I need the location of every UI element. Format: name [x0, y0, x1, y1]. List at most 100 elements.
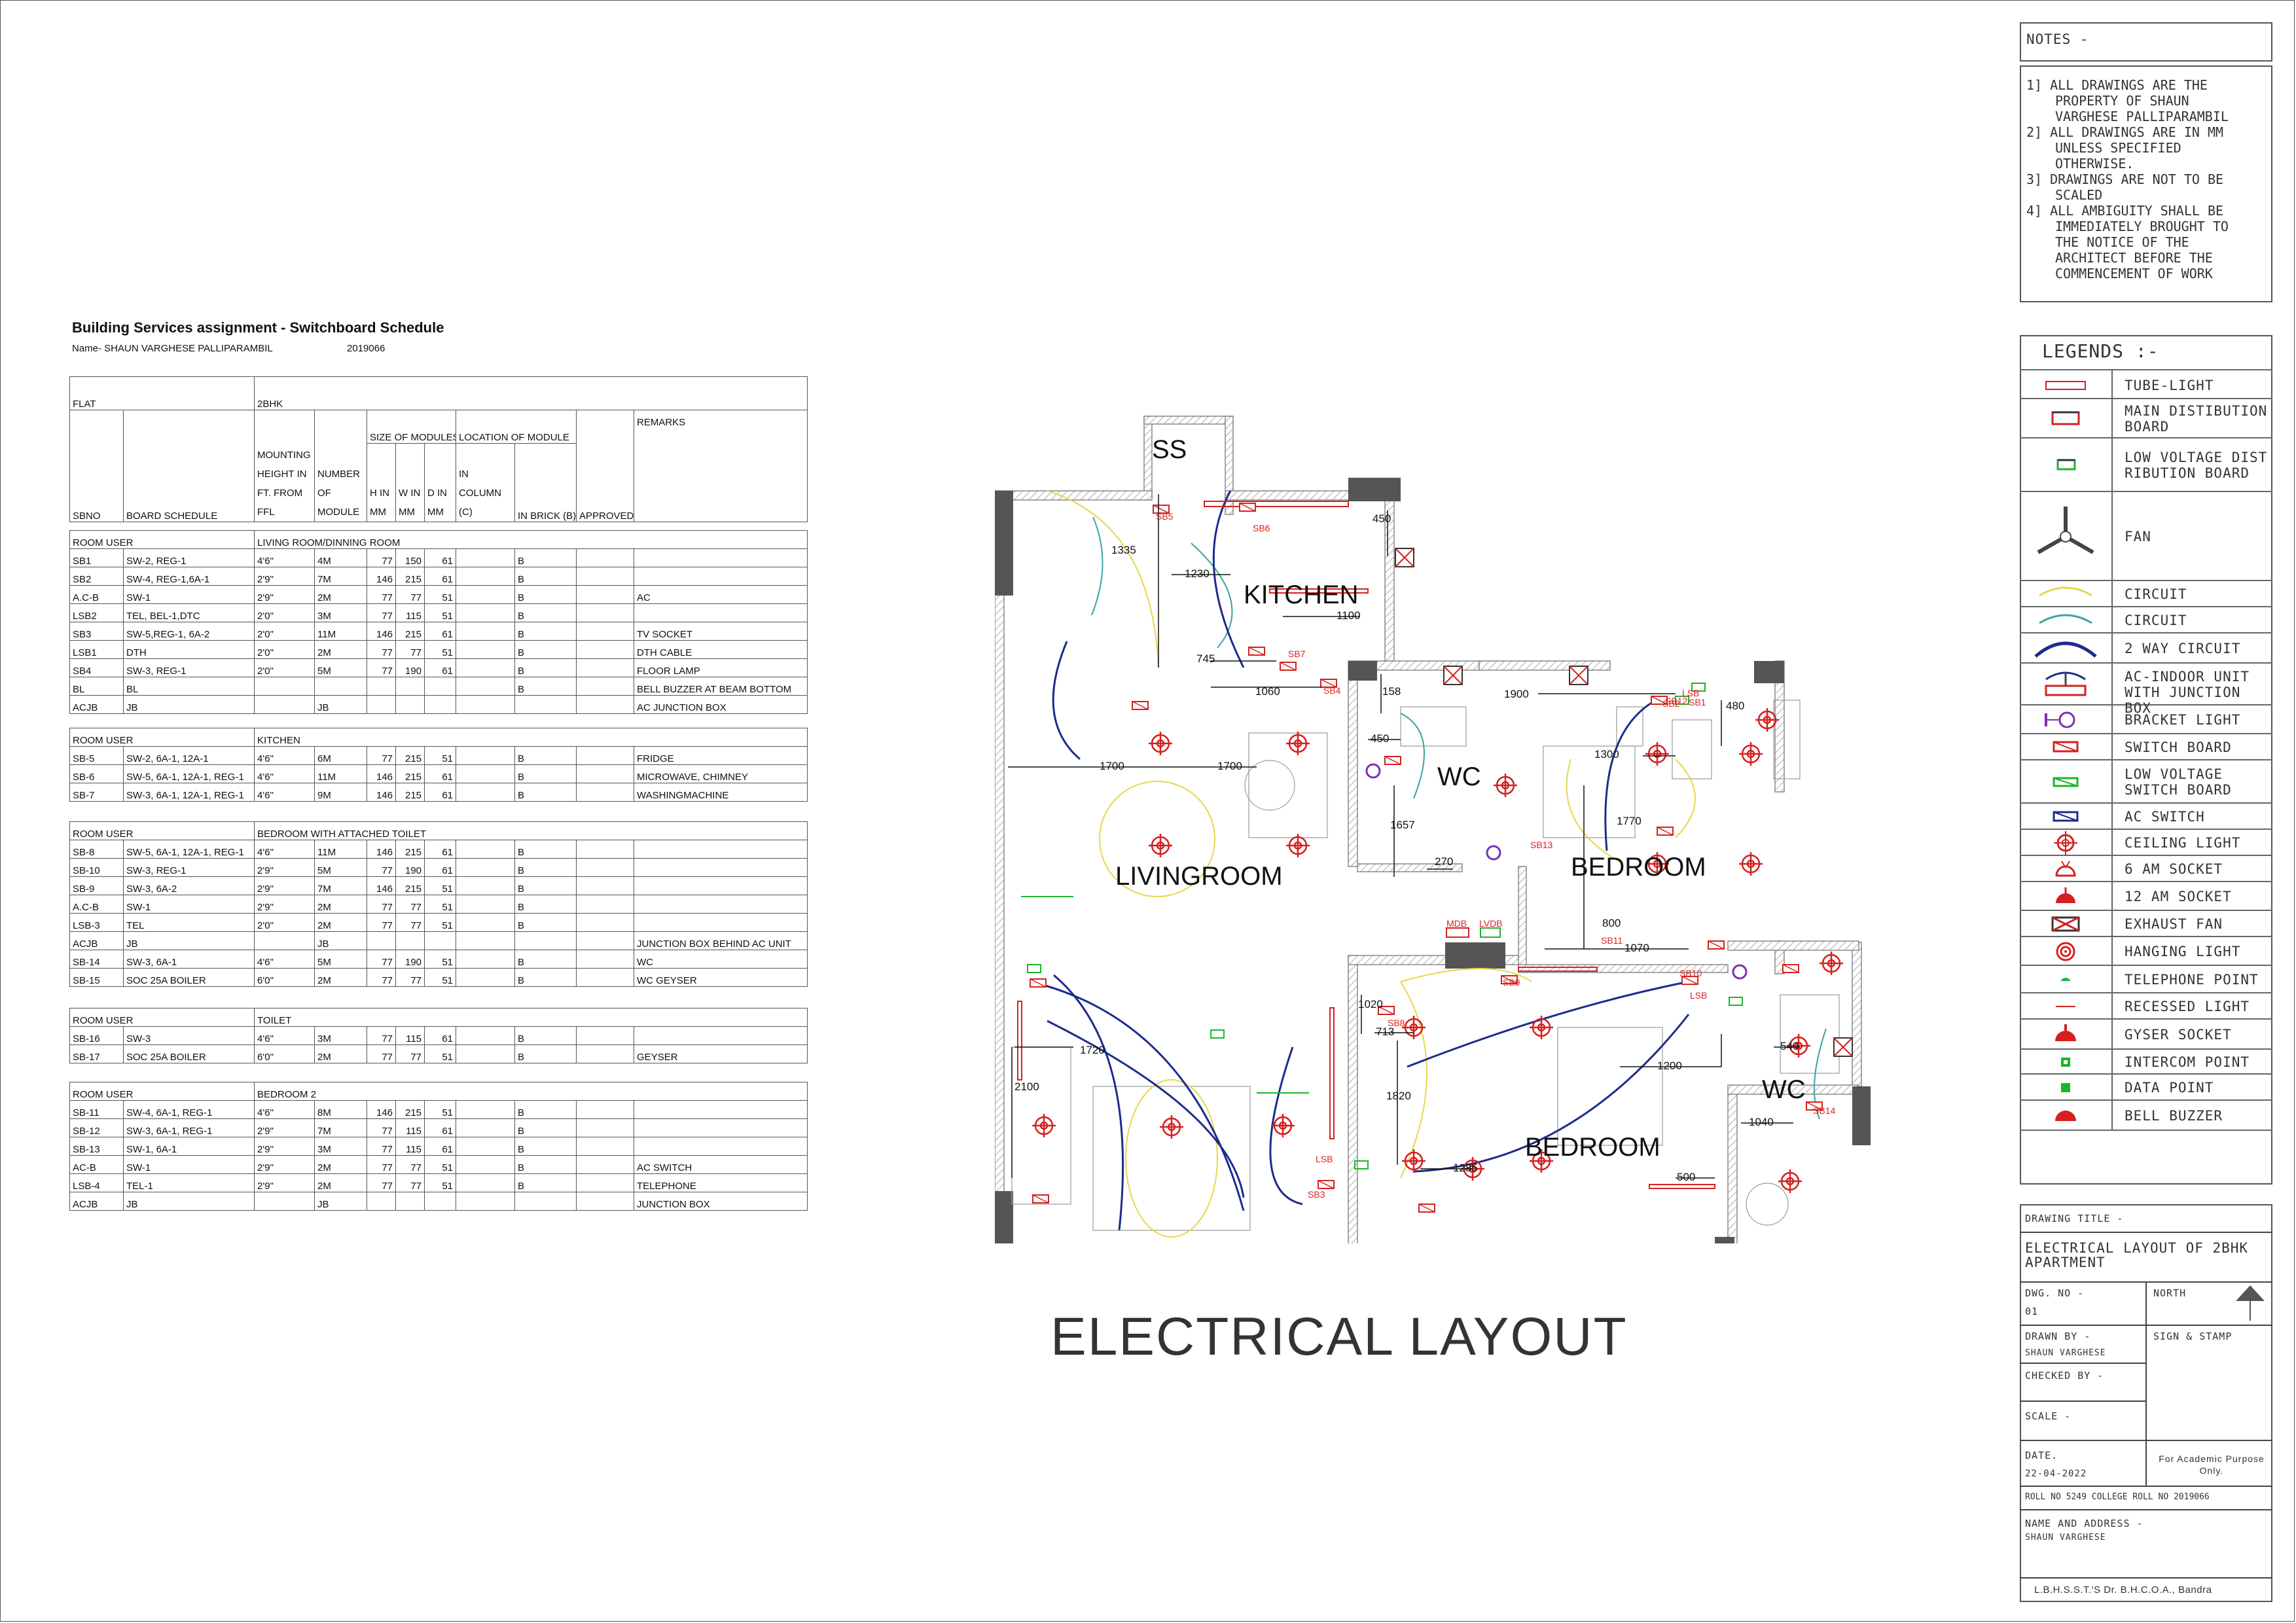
table-cell: [456, 950, 516, 969]
switch-board-icon: [1153, 505, 1170, 514]
table-cell: [576, 585, 635, 604]
note-item: 2] ALL DRAWINGS ARE IN MM UNLESS SPECIFI…: [2026, 124, 2224, 171]
table-cell: BL: [69, 677, 124, 696]
table-cell: [395, 1192, 425, 1211]
switch-board-icon: [1708, 940, 1725, 950]
table-cell: B: [514, 913, 577, 932]
table-cell: B: [514, 585, 577, 604]
table-cell: [367, 695, 397, 714]
table-cell: 190: [395, 658, 425, 677]
table-cell: A.C-B: [69, 585, 124, 604]
table-cell: 77: [367, 548, 397, 567]
main-distribution-board-icon: [1446, 927, 1469, 938]
exhaust-fan-icon: [1833, 1037, 1853, 1057]
exhaust-fan-icon: [2020, 911, 2113, 936]
table-cell: [634, 567, 808, 586]
table-cell: SW-5, 6A-1, 12A-1, REG-1: [122, 764, 255, 783]
table-cell: B: [514, 640, 577, 659]
table-cell: 146: [367, 783, 397, 802]
hanging-light-icon: [2020, 937, 2113, 965]
legend-row: FAN: [2020, 492, 2272, 581]
legend-row: AC SWITCH: [2020, 804, 2272, 830]
table-cell: 146: [367, 840, 397, 859]
table-cell: 61: [424, 622, 457, 641]
size-of-modules: SIZE OF MODULES: [367, 410, 456, 444]
legend-label: CIRCUIT: [2125, 613, 2187, 628]
table-cell: [576, 1044, 635, 1063]
legend-label: TELEPHONE POINT: [2125, 972, 2259, 988]
table-cell: [424, 931, 457, 950]
table-cell: [634, 603, 808, 622]
table-cell: 51: [424, 1044, 457, 1063]
table-cell: SW-3, 6A-1, REG-1: [122, 1118, 255, 1137]
table-cell: 146: [367, 567, 397, 586]
table-cell: SW-1, 6A-1: [122, 1137, 255, 1156]
table-cell: 2'0": [254, 622, 315, 641]
tb-line-1: [2020, 1232, 2272, 1233]
table-cell: 51: [424, 603, 457, 622]
dimension-label: 1700: [1100, 760, 1124, 772]
table-cell: 77: [367, 1155, 397, 1174]
table-cell: ACJB: [69, 1192, 124, 1211]
table-cell: [456, 876, 516, 895]
ceiling-light-icon: [1402, 1149, 1426, 1173]
room-label: KITCHEN: [1244, 580, 1359, 609]
table-cell: [456, 1137, 516, 1156]
tb-line-5: [2020, 1400, 2145, 1402]
table-cell: B: [514, 1044, 577, 1063]
table-cell: SB-14: [69, 950, 124, 969]
table-cell: LSB1: [69, 640, 124, 659]
table-cell: SW-4, 6A-1, REG-1: [122, 1100, 255, 1119]
legend-label: AC-INDOOR UNIT WITH JUNCTION BOX: [2125, 669, 2250, 716]
legend-label: LOW VOLTAGE DIST RIBUTION BOARD: [2125, 450, 2268, 481]
table-cell: B: [514, 677, 577, 696]
schedule-title: Building Services assignment - Switchboa…: [72, 319, 444, 336]
legend-row: EXHAUST FAN: [2020, 911, 2272, 937]
legend-label: HANGING LIGHT: [2125, 944, 2241, 959]
table-cell: 61: [424, 1137, 457, 1156]
table-cell: 2M: [314, 913, 368, 932]
notes-list: 1] ALL DRAWINGS ARE THE PROPERTY OF SHAU…: [2022, 77, 2258, 281]
table-cell: JB: [314, 695, 368, 714]
table-cell: 4'6": [254, 1100, 315, 1119]
wc-west-wall: [1348, 669, 1358, 867]
flat-label: FLAT: [69, 376, 255, 410]
dimension-label: 2100: [1014, 1080, 1039, 1093]
table-cell: B: [514, 746, 577, 765]
table-cell: SB-16: [69, 1026, 124, 1045]
tb-line-8: [2020, 1509, 2272, 1510]
legend-label: 12 AM SOCKET: [2125, 889, 2232, 904]
date-value: 22-04-2022: [2025, 1469, 2087, 1479]
exhaust-fan-icon: [1395, 548, 1414, 567]
table-cell: [456, 640, 516, 659]
table-cell: LSB2: [69, 603, 124, 622]
col-sbno: SBNO: [69, 410, 124, 522]
legend-row: 2 WAY CIRCUIT: [2020, 633, 2272, 664]
low-voltage-board-icon: [1480, 927, 1501, 938]
table-cell: 77: [395, 895, 425, 914]
table-cell: SB1: [69, 548, 124, 567]
tube-lights: [1017, 501, 1715, 1189]
ceiling-light-icon: [1645, 852, 1669, 876]
table-cell: [576, 1118, 635, 1137]
col-height: MOUNTING HEIGHT IN FT. FROM FFL: [254, 410, 315, 522]
table-cell: 4'6": [254, 1026, 315, 1045]
table-cell: 77: [367, 913, 397, 932]
switch-board-icon: [1030, 978, 1047, 988]
legend-row: GYSER SOCKET: [2020, 1020, 2272, 1050]
tb-line-3: [2020, 1325, 2272, 1326]
table-cell: 146: [367, 622, 397, 641]
switch-board-icon: [1806, 1101, 1823, 1111]
low-voltage-switch-board-icon: [1691, 683, 1706, 692]
dimension-label: 1770: [1617, 815, 1641, 827]
table-cell: [395, 677, 425, 696]
table-cell: SB-6: [69, 764, 124, 783]
table-cell: 51: [424, 640, 457, 659]
legend-label: EXHAUST FAN: [2125, 916, 2223, 932]
scale-label: SCALE -: [2025, 1410, 2072, 1422]
